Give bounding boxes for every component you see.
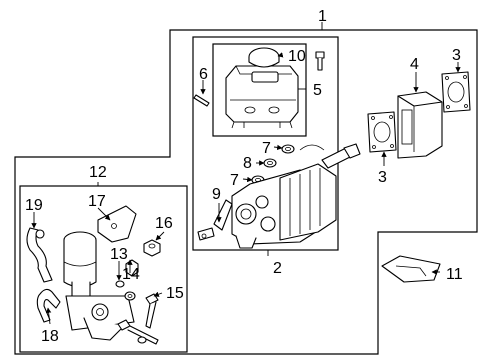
callout-1: 1	[318, 8, 327, 25]
plate-drawing	[381, 255, 441, 283]
gasket-lower-drawing	[367, 111, 397, 153]
pump-bracket-drawing	[97, 205, 137, 243]
callout-9: 9	[212, 186, 221, 203]
callout-11: 11	[446, 266, 463, 283]
pump-bolt-drawings	[117, 293, 159, 345]
callout-15: 15	[166, 285, 184, 302]
callout-2: 2	[273, 260, 282, 277]
callout-18: 18	[41, 328, 59, 345]
callout-14: 14	[122, 266, 140, 283]
reservoir-tank-drawing	[225, 65, 299, 129]
bracket-drawing	[197, 199, 233, 241]
callout-3-upper: 3	[452, 47, 461, 64]
reservoir-box	[212, 43, 307, 137]
pump-grommet-drawings	[115, 239, 161, 301]
assembly-outline	[14, 29, 478, 355]
callout-4: 4	[410, 56, 419, 73]
reservoir-cap-drawing	[248, 47, 280, 68]
pump-motor-drawing	[63, 231, 135, 341]
booster-subassembly-box	[192, 36, 339, 251]
callout-13: 13	[110, 246, 128, 263]
leader-lines	[31, 22, 461, 325]
callout-17: 17	[88, 193, 106, 210]
callout-6: 6	[199, 66, 208, 83]
callout-16: 16	[155, 215, 173, 232]
callout-7-upper: 7	[262, 140, 271, 157]
pump-tube-drawing	[26, 227, 53, 283]
callout-19: 19	[25, 197, 43, 214]
callout-3-lower: 3	[378, 169, 387, 186]
callout-7-lower: 7	[230, 172, 239, 189]
callout-10: 10	[288, 48, 306, 65]
pin-drawing	[193, 94, 210, 107]
pump-subassembly-box	[19, 185, 188, 353]
booster-body-drawing	[231, 143, 361, 249]
pump-hose-drawing	[36, 288, 61, 323]
callout-5: 5	[313, 82, 322, 99]
reservoir-bolt-drawing	[315, 51, 325, 71]
gasket-upper-drawing	[441, 71, 471, 113]
callout-8: 8	[243, 155, 252, 172]
spacer-block-drawing	[397, 91, 443, 159]
callout-12: 12	[89, 164, 107, 181]
